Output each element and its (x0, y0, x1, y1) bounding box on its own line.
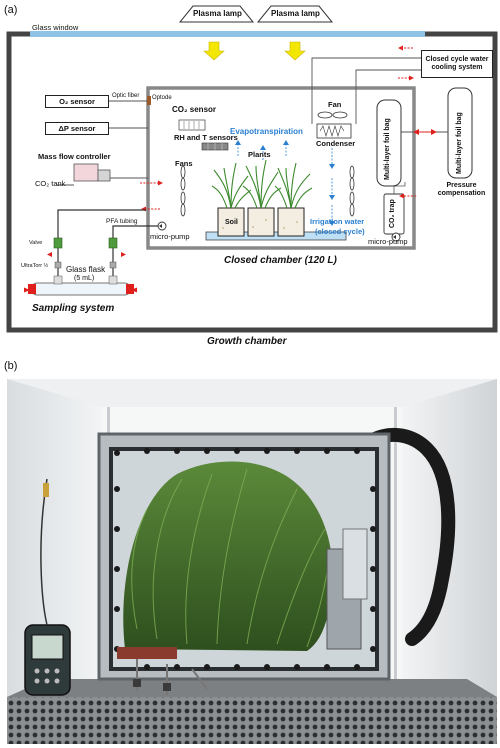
micro-pump-left-label: micro-pump (150, 232, 190, 241)
micro-pump-right-label: micro-pump (368, 237, 408, 246)
glass-flask-label: Glass flask (66, 265, 106, 274)
closed-chamber-box (146, 86, 416, 250)
irrigation-tray (205, 231, 347, 241)
cooling-system-box: Closed cycle water cooling system (421, 50, 493, 78)
fan-label: Fan (328, 100, 342, 109)
pressure-compensation-label: Pressure compensation (437, 182, 486, 197)
fan-left-bottom (180, 191, 186, 217)
plants-label: Plants (248, 150, 271, 159)
diagram-graphics (6, 5, 498, 333)
ultratorr-label: UltraTorr ½ (21, 263, 49, 269)
condenser-fan (317, 111, 348, 119)
co2-sensor-label: CO₂ sensor (172, 105, 217, 114)
o2-sensor-box: O₂ sensor (45, 95, 109, 108)
pot-3 (277, 207, 305, 237)
valve-label: Valve (29, 240, 43, 246)
foil-bag-inner-label: Multi-layer foil bag (384, 118, 391, 180)
optode (147, 96, 151, 105)
foil-bag-outer-shape (447, 87, 473, 179)
cooling-system-label: Closed cycle water cooling system (425, 55, 489, 71)
glass-flask-shape (31, 282, 131, 296)
plasma-lamp-left-shape (178, 5, 255, 23)
soil-label: Soil (225, 219, 238, 226)
panel-b-label: (b) (4, 360, 18, 372)
evapotranspiration-label: Evapotranspiration (230, 127, 303, 136)
valve-left (53, 237, 63, 249)
optode-label: Optode (152, 95, 172, 101)
co2-sensor-device (178, 119, 206, 131)
condenser-label: Condenser (316, 139, 356, 148)
glass-window (30, 31, 425, 37)
pot-2 (247, 207, 275, 237)
light-arrow-right (284, 41, 306, 61)
co2-trap-label: CO₂ trap (389, 199, 396, 228)
chamber-photograph (7, 379, 497, 744)
co2-tank-label: CO₂ tank (35, 179, 66, 188)
mass-flow-controller-device (73, 163, 99, 182)
fan-left-top (180, 165, 186, 191)
o2-sensor-label: O₂ sensor (59, 97, 95, 106)
closed-chamber-label: Closed chamber (120 L) (224, 255, 337, 266)
growth-chamber-label: Growth chamber (207, 336, 287, 347)
pfa-tubing-label: PFA tubing (106, 218, 138, 225)
plasma-lamp-right-label: Plasma lamp (271, 9, 320, 18)
dp-sensor-label: ΔP sensor (58, 124, 96, 133)
optic-fiber-label: Optic fiber (112, 93, 140, 99)
condenser-device (316, 123, 352, 139)
pot-1 (217, 207, 245, 237)
plasma-lamp-left-label: Plasma lamp (193, 9, 242, 18)
fan-right (349, 165, 355, 217)
light-arrow-left (203, 41, 225, 61)
plants-shape (211, 159, 313, 209)
dp-sensor-box: ΔP sensor (45, 122, 109, 135)
irrigation-water-label: Irrigation water (310, 217, 365, 226)
glass-flask-volume-label: (5 mL) (74, 275, 95, 282)
mass-flow-controller-label: Mass flow controller (38, 152, 111, 161)
rh-t-sensors-label: RH and T sensors (174, 133, 238, 142)
sampling-system-label: Sampling system (32, 303, 115, 314)
fans-label: Fans (175, 159, 193, 168)
foil-bag-outer-label: Multi-layer foil bag (456, 112, 463, 174)
glass-window-label: Glass window (32, 23, 79, 32)
plasma-lamp-right-shape (256, 5, 334, 23)
valve-right (108, 237, 118, 249)
panel-a-label: (a) (4, 4, 18, 16)
closed-cycle-label: (closed cycle) (315, 227, 365, 236)
foil-bag-inner-shape (376, 99, 402, 187)
